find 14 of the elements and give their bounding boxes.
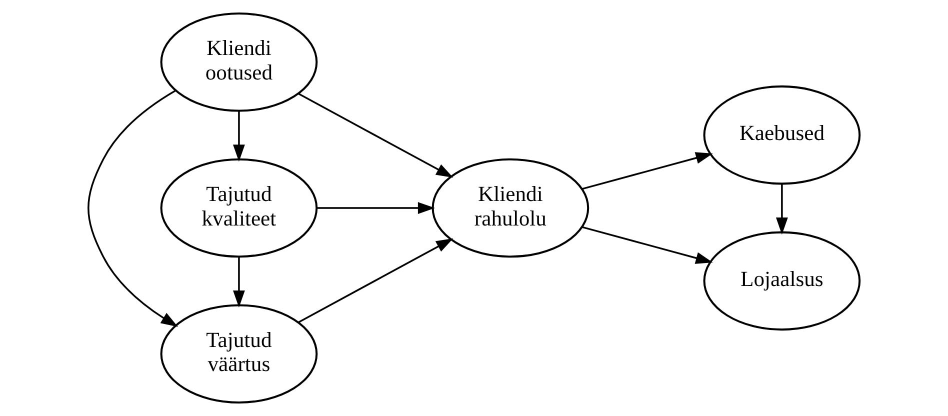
node-ellipse: Tajutud kvaliteet [160,158,318,258]
arrow [233,256,245,308]
arrow [298,238,454,323]
arrow [776,184,788,235]
node-ellipse: Kliendi ootused [160,12,318,112]
node-ellipse: Kaebused [703,85,861,185]
arrow [582,152,713,190]
node-ellipse: Lojaalsus [703,231,861,331]
node-ellipse: Kliendi rahulolu [432,158,590,258]
arrow [88,90,178,327]
arrow [582,226,713,264]
arrow [316,202,435,214]
arrow [298,93,454,178]
arrow [233,110,245,162]
